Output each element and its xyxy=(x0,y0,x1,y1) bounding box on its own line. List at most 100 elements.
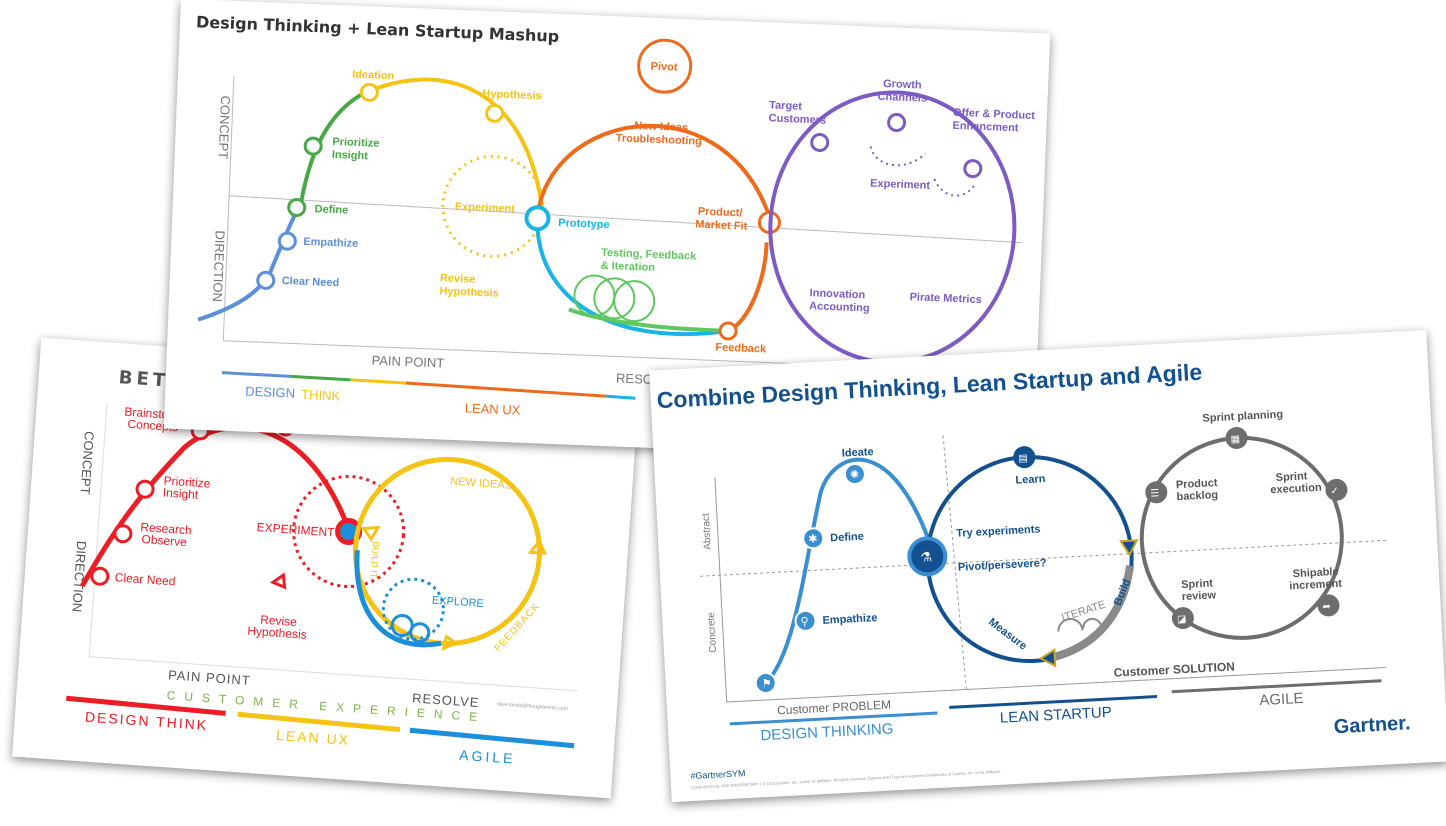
label-growth-2: Channels xyxy=(877,91,927,105)
node-define xyxy=(802,527,825,550)
label-pirate: Pirate Metrics xyxy=(909,291,982,306)
label-target-1: Target xyxy=(769,99,803,112)
label-experiment: Experiment xyxy=(455,201,516,215)
network-icon: ✱ xyxy=(808,532,818,545)
bar-orange xyxy=(405,381,606,398)
node-sprint-planning xyxy=(1225,427,1248,450)
label-revise-1: Revise xyxy=(440,272,476,285)
clipboard-icon: ▦ xyxy=(1230,434,1240,445)
label-iterate: ITERATE xyxy=(1060,599,1107,625)
label-backlog-1: Product xyxy=(1176,477,1218,491)
label-build-it: BUILD IT xyxy=(368,541,381,579)
label-design-thinking: DESIGN THINKING xyxy=(760,720,894,744)
label-explore: EXPLORE xyxy=(432,594,485,610)
design-thinking-curve xyxy=(759,457,937,689)
lightbulb-icon: ✺ xyxy=(850,468,860,481)
bar-agile xyxy=(1171,679,1382,694)
label-agile: AGILE xyxy=(1259,690,1304,709)
node-ideate xyxy=(843,463,866,486)
node-prioritize xyxy=(135,479,155,499)
node-sprint-execution xyxy=(1325,478,1348,501)
vertical-divider xyxy=(942,435,967,690)
label-prioritize-2: Insight xyxy=(162,485,199,501)
curve-feedback xyxy=(727,242,769,333)
coil-2 xyxy=(593,277,636,320)
slide-title: Combine Design Thinking, Lean Startup an… xyxy=(656,359,1203,414)
node-sprint-review xyxy=(1171,607,1194,630)
label-market-fit-1: Product/ xyxy=(698,206,743,220)
label-design: DESIGN xyxy=(245,384,295,401)
explore-loop xyxy=(381,577,445,641)
label-agile: AGILE xyxy=(459,747,516,767)
label-new-ideas: NEW IDEAS xyxy=(450,475,512,491)
label-resolve: RESOLVE xyxy=(412,690,480,710)
node-define xyxy=(287,198,307,218)
bar-cyan xyxy=(605,394,636,400)
slide-better-together: BETT CONCEPT DIRECTION Brainstorm Concep… xyxy=(12,337,640,799)
node-target-customers xyxy=(810,132,830,152)
bar-green xyxy=(290,374,351,382)
horizontal-axis xyxy=(89,656,579,692)
loop-arrow xyxy=(527,537,547,555)
label-lean-startup: LEAN STARTUP xyxy=(999,704,1112,727)
curve-ideation xyxy=(361,77,545,214)
node-offer xyxy=(963,159,983,179)
node-learn xyxy=(1013,446,1036,469)
mid-divider xyxy=(229,195,1022,244)
coil-3 xyxy=(613,280,656,323)
label-prioritize-1: Prioritize xyxy=(332,136,380,150)
label-new-ideas-2: Troubleshooting xyxy=(615,132,702,147)
list-icon: ☰ xyxy=(1150,488,1160,499)
node-hypothesis xyxy=(485,103,505,123)
experiment-loop xyxy=(292,474,406,588)
feedback-arrow xyxy=(441,634,460,651)
vertical-axis xyxy=(88,402,108,657)
gartner-logo: Gartner. xyxy=(1333,712,1411,738)
label-shipable-2: increment xyxy=(1289,578,1342,593)
label-empathize: Empathize xyxy=(822,612,878,627)
node-feedback xyxy=(718,321,738,341)
label-backlog-2: backlog xyxy=(1176,489,1218,503)
flag-icon: ⚑ xyxy=(761,677,772,690)
node-shipable xyxy=(1317,594,1340,617)
label-offer-2: Enhancment xyxy=(952,120,1019,135)
node-empathize xyxy=(794,609,817,632)
label-revise-2: Hypothesis xyxy=(439,285,499,299)
label-ideate: Ideate xyxy=(842,446,874,460)
curve-new-ideas xyxy=(535,124,770,219)
label-revise-2: Hypothesis xyxy=(247,624,307,642)
mid-divider xyxy=(700,539,1390,577)
chart-icon: ◪ xyxy=(1177,614,1187,625)
label-think: THINK xyxy=(301,387,341,404)
label-sprint-planning: Sprint planning xyxy=(1202,409,1283,425)
label-lean-ux: LEAN UX xyxy=(464,400,521,417)
axis-concrete: Concrete xyxy=(706,611,719,653)
flask-icon: ⚗ xyxy=(920,550,933,566)
label-hypothesis: Hypothesis xyxy=(482,88,542,102)
hashtag: #GartnerSYM xyxy=(690,768,745,781)
axis-abstract: Abstract xyxy=(701,513,714,550)
curve-define xyxy=(298,92,364,205)
thumbs-up-icon: ✓ xyxy=(1330,486,1339,497)
label-innovation-1: Innovation xyxy=(809,287,865,301)
slide-title: Design Thinking + Lean Startup Mashup xyxy=(196,12,560,46)
axis-concept: CONCEPT xyxy=(216,95,234,159)
agile-arc xyxy=(354,549,442,648)
label-market-fit-2: Market Fit xyxy=(695,219,748,233)
iterate-arc xyxy=(1048,565,1135,662)
label-execution-1: Sprint xyxy=(1275,470,1308,484)
label-innovation-2: Accounting xyxy=(809,300,870,314)
gartner-diagram: Combine Design Thinking, Lean Startup an… xyxy=(656,359,1411,790)
label-empathize: Empathize xyxy=(303,236,358,250)
credit-text: dave.landis@thoughtworks.com xyxy=(497,701,568,712)
pin-icon: ⚲ xyxy=(800,615,809,628)
node-clear-need xyxy=(256,270,276,290)
build-arrow xyxy=(1119,539,1139,557)
bar-lean-ux xyxy=(237,711,401,733)
node-research xyxy=(113,524,133,544)
experiment-arrow xyxy=(269,572,287,590)
node-empathize xyxy=(277,231,297,251)
label-review-1: Sprint xyxy=(1181,577,1214,591)
node-experiment xyxy=(907,536,948,577)
iterate-gears xyxy=(1057,617,1103,632)
